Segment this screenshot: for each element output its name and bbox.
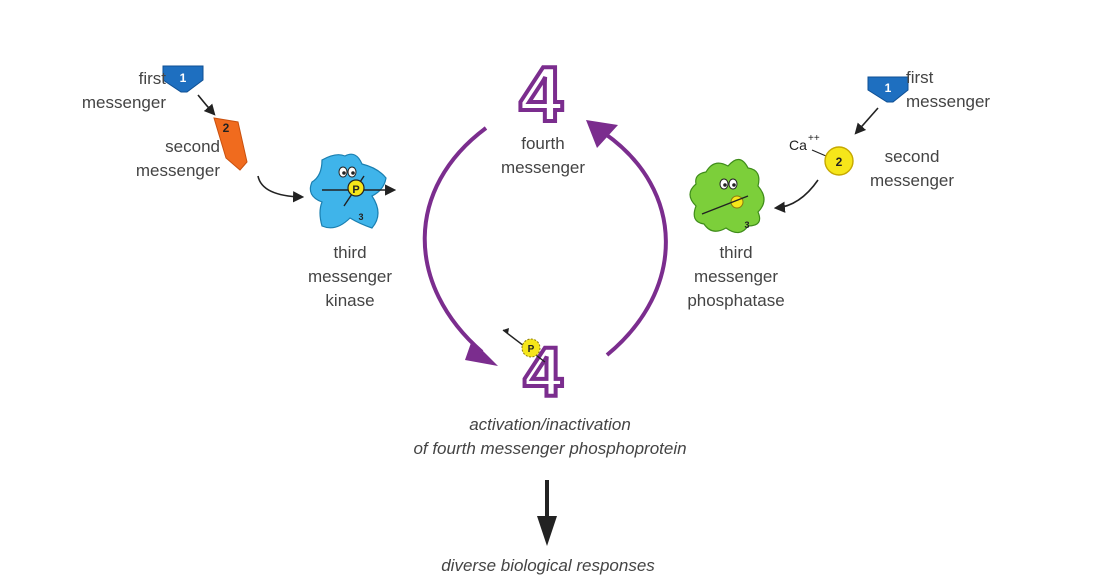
right-second-messenger-label: second messenger	[869, 147, 955, 190]
left-arrow-second-to-third	[257, 175, 305, 203]
response-arrowhead	[537, 516, 557, 546]
kinase-number: 3	[358, 212, 363, 222]
phosphatase-blob-icon: 3	[689, 158, 765, 234]
cycle-arrow-left-down	[422, 126, 488, 354]
right-first-messenger-icon: 1	[867, 76, 909, 103]
kinase-phosphate-label: P	[352, 184, 359, 196]
phosphatase-number: 3	[744, 220, 749, 230]
kinase-label: third messenger kinase	[307, 243, 393, 310]
right-first-number: 1	[885, 81, 892, 95]
left-arrow-first-to-second	[197, 94, 216, 116]
kinase-blob-icon: P 3	[309, 153, 397, 229]
activation-caption: activation/inactivation of fourth messen…	[413, 415, 687, 458]
right-arrow-first-to-second	[854, 107, 879, 135]
center-phosphate-label: P	[528, 344, 535, 355]
calcium-second-messenger-icon: 2	[824, 146, 854, 176]
right-second-number: 2	[836, 155, 843, 169]
cycle-arrow-right-up	[602, 131, 668, 357]
fourth-messenger-numeral-top: 4	[519, 50, 562, 138]
cycle-arrowhead-left	[465, 340, 498, 366]
left-second-messenger-label: second messenger	[135, 137, 220, 180]
fourth-messenger-label: fourth messenger	[500, 134, 586, 177]
right-first-messenger-label: first messenger	[906, 68, 991, 111]
left-first-number: 1	[180, 71, 187, 85]
responses-caption: diverse biological responses	[441, 556, 655, 575]
left-first-messenger-label: first messenger	[81, 69, 166, 112]
phosphate-icon: P	[502, 328, 546, 363]
right-arrow-second-to-third	[773, 179, 819, 213]
left-first-messenger-icon: 1	[162, 65, 204, 93]
calcium-label: Ca ++	[789, 133, 827, 157]
phosphatase-label: third messenger phosphatase	[687, 243, 785, 310]
cycle-arrowhead-right	[586, 120, 618, 148]
calcium-text: Ca	[789, 137, 807, 153]
left-second-messenger-icon: 2	[213, 117, 248, 171]
left-second-number: 2	[223, 121, 230, 135]
calcium-charge: ++	[808, 133, 820, 144]
